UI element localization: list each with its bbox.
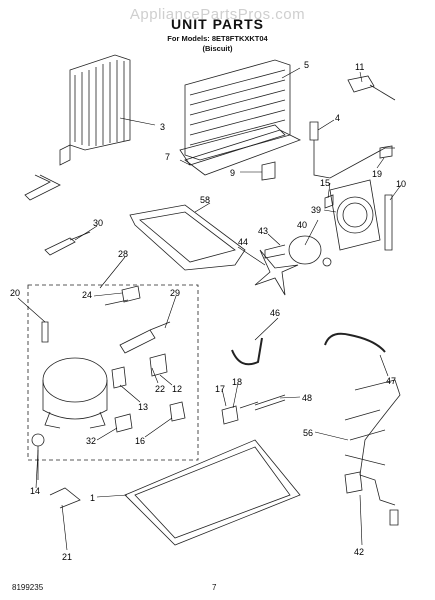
callout-40: 40: [297, 220, 307, 230]
fan-motor-bracket[interactable]: [329, 179, 381, 251]
control-knob[interactable]: [347, 75, 396, 101]
callout-11: 11: [355, 62, 364, 72]
callout-42: 42: [354, 547, 364, 557]
callout-4: 4: [335, 113, 340, 123]
evaporator-coil[interactable]: [179, 59, 291, 166]
callout-48: 48: [302, 393, 312, 403]
callout-3: 3: [160, 122, 165, 132]
callout-13: 13: [138, 402, 148, 412]
power-cord[interactable]: [44, 231, 91, 256]
color-line: (Biscuit): [202, 44, 233, 53]
callout-30: 30: [93, 218, 103, 228]
wire-harness[interactable]: [344, 379, 401, 526]
fan-blade[interactable]: [254, 249, 299, 296]
watermark: AppliancePartsPros.com: [129, 6, 306, 23]
callout-39: 39: [311, 205, 321, 215]
callout-16: 16: [135, 436, 145, 446]
callout-44: 44: [238, 237, 248, 247]
thermostat-sensor[interactable]: [309, 121, 395, 179]
callout-12: 12: [172, 384, 182, 394]
fan-motor[interactable]: [264, 235, 332, 267]
callout-20: 20: [10, 288, 20, 298]
callout-22: 22: [155, 384, 165, 394]
document-number: 8199235: [12, 583, 44, 592]
callout-32: 32: [86, 436, 96, 446]
callout-24: 24: [82, 290, 92, 300]
callout-10: 10: [396, 179, 406, 189]
callout-19: 19: [372, 169, 382, 179]
callout-43: 43: [258, 226, 268, 236]
callout-47: 47: [386, 376, 396, 386]
callout-58: 58: [200, 195, 210, 205]
base-plate[interactable]: [124, 439, 301, 546]
callout-28: 28: [118, 249, 128, 259]
diagram-subtitle: For Models: 8ET8FTKXKT04 (Biscuit): [0, 34, 435, 54]
callout-14: 14: [30, 486, 40, 496]
models-line: For Models: 8ET8FTKXKT04: [167, 34, 268, 43]
callout-7: 7: [165, 152, 170, 162]
callout-9: 9: [230, 168, 235, 178]
page-number: 7: [212, 583, 217, 592]
callout-18: 18: [232, 377, 242, 387]
callout-21: 21: [62, 552, 72, 562]
callout-56: 56: [303, 428, 313, 438]
callout-46: 46: [270, 308, 280, 318]
drain-pan[interactable]: [184, 129, 302, 176]
callout-5: 5: [304, 60, 309, 70]
callout-15: 15: [320, 178, 330, 188]
callout-1: 1: [90, 493, 95, 503]
condenser-coil[interactable]: [24, 54, 131, 201]
compressor[interactable]: [42, 357, 108, 429]
diagram-title: UNIT PARTS: [171, 16, 264, 32]
bracket[interactable]: [261, 161, 276, 181]
callout-17: 17: [215, 384, 225, 394]
callout-29: 29: [170, 288, 180, 298]
fan-shroud-tray[interactable]: [129, 204, 246, 271]
